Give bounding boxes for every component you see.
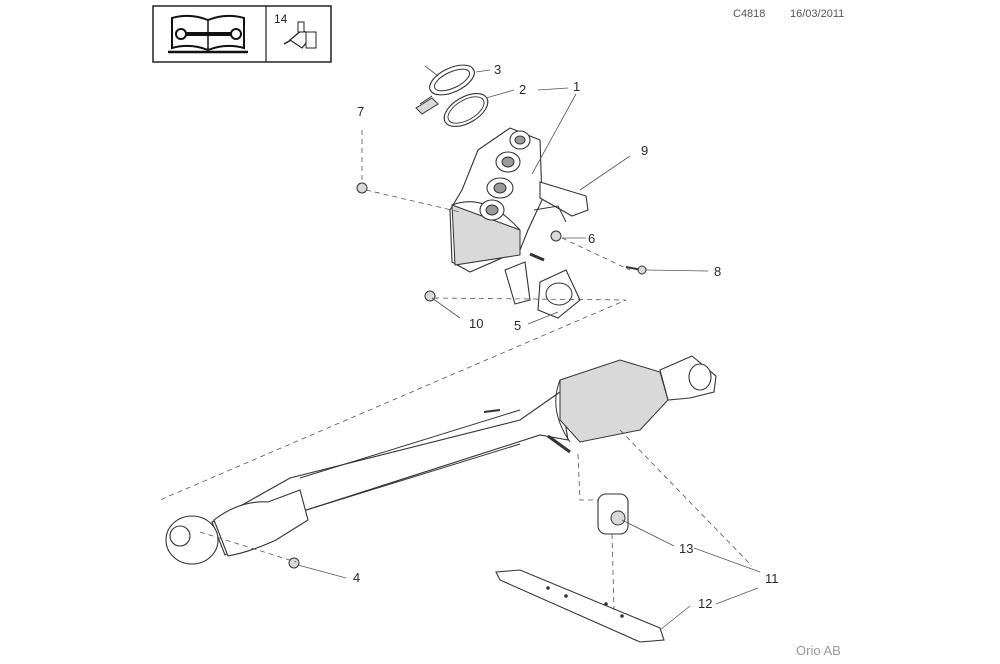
leader-lines [297, 69, 761, 631]
brand-text: Orio AB [796, 643, 841, 658]
sealant-tube-icon [283, 21, 317, 49]
callout-7: 7 [357, 104, 364, 119]
drawing-date: 16/03/2011 [790, 8, 844, 20]
reference-box: 14 [152, 5, 332, 63]
callout-9: 9 [641, 143, 648, 158]
part-1-manifold-catalyst [449, 127, 545, 305]
part-12-mounting-bracket [495, 569, 665, 643]
part-11-exhaust-pipe [165, 355, 717, 565]
part-9-bracket [533, 181, 589, 223]
callout-11: 11 [765, 571, 779, 586]
callout-10: 10 [469, 316, 483, 331]
callout-4: 4 [353, 570, 360, 585]
part-5-flange-gasket [537, 269, 581, 319]
part-13-rubber-hanger [597, 493, 629, 535]
part-8-bolt [625, 265, 647, 275]
part-6-nut [550, 230, 562, 242]
accessory-ref-number: 14 [274, 12, 288, 26]
callout-6: 6 [588, 231, 595, 246]
callout-5: 5 [514, 318, 521, 333]
callout-12: 12 [698, 596, 712, 611]
callout-3: 3 [494, 62, 501, 77]
callout-8: 8 [714, 264, 721, 279]
assembly-lines [159, 130, 753, 611]
callout-1: 1 [573, 79, 580, 94]
wrench-icon [175, 28, 242, 40]
part-3-clamp [415, 64, 475, 115]
part-4-nut [288, 557, 300, 569]
part-7-nut [356, 182, 368, 194]
callout-13: 13 [679, 541, 693, 556]
callout-2: 2 [519, 82, 526, 97]
drawing-code: C4818 [733, 8, 765, 20]
